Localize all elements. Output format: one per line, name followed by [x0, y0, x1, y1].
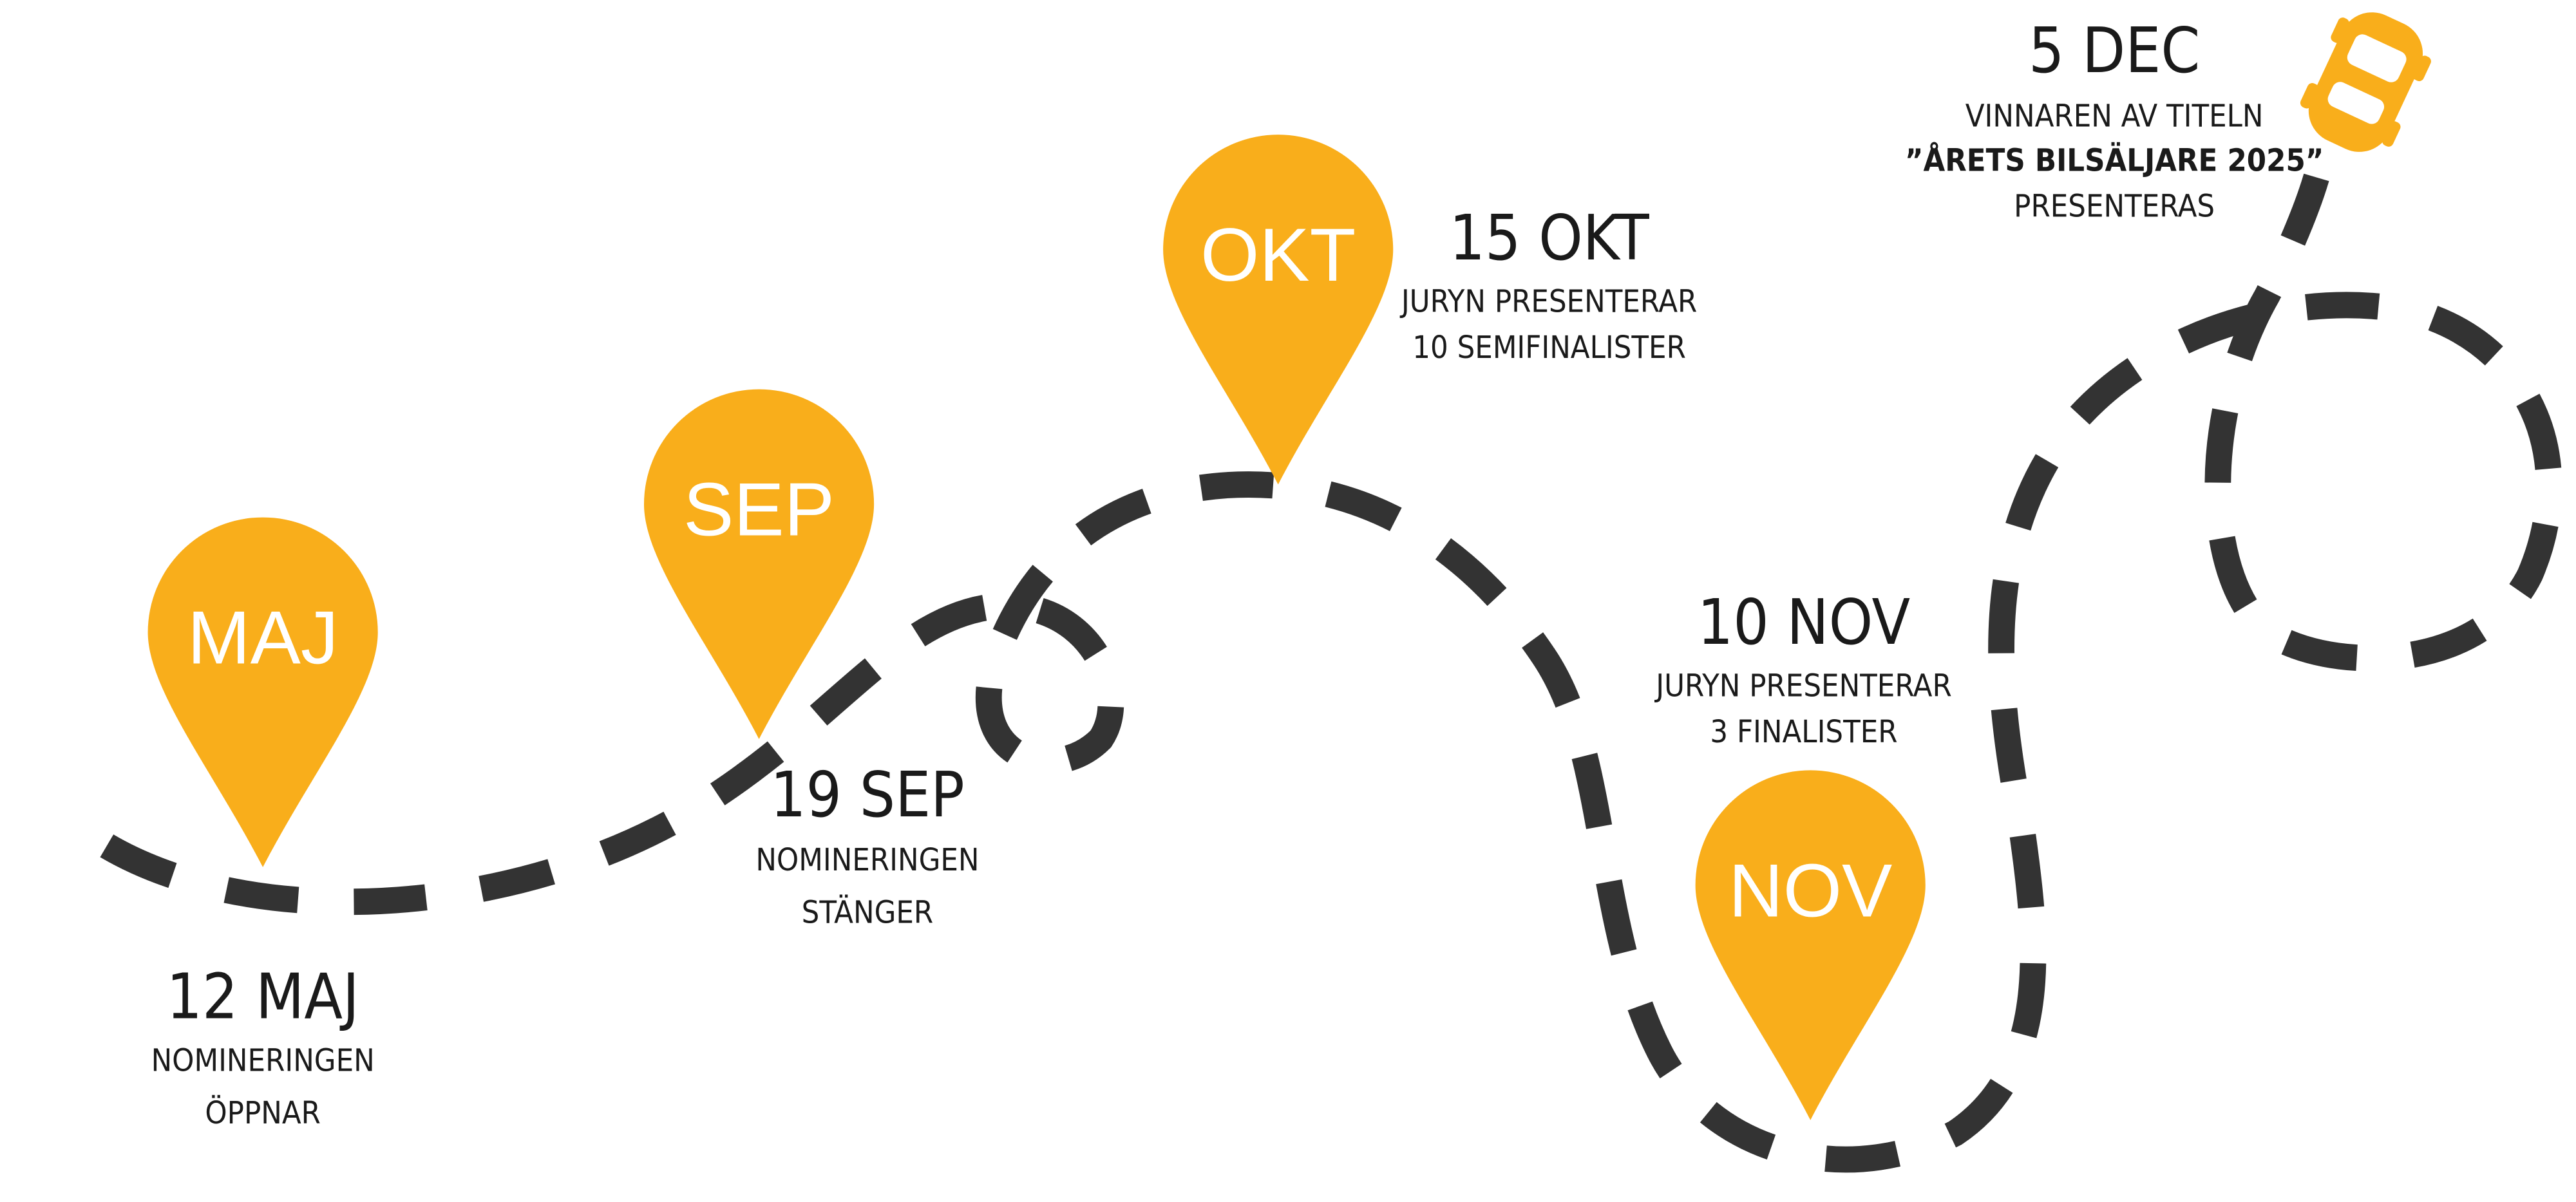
desc-okt-line2: 10 SEMIFINALISTER	[1412, 330, 1686, 366]
pin-label-sep: SEP	[683, 467, 835, 552]
date-19-sep: 19 SEP	[770, 758, 965, 831]
date-5-dec: 5 DEC	[2029, 14, 2200, 87]
desc-maj-line2: ÖPPNAR	[205, 1095, 321, 1131]
pin-okt: OKT	[1163, 135, 1394, 485]
pin-label-okt: OKT	[1200, 212, 1356, 297]
pin-label-nov: NOV	[1728, 848, 1892, 932]
pin-nov: NOV	[1695, 770, 1926, 1120]
pin-sep: SEP	[643, 389, 875, 739]
date-10-nov: 10 NOV	[1698, 586, 1910, 659]
desc-nov-line2: 3 FINALISTER	[1710, 714, 1897, 750]
desc-okt-line1: JURYN PRESENTERAR	[1399, 284, 1697, 320]
pin-maj: MAJ	[147, 517, 378, 867]
date-15-okt: 15 OKT	[1450, 202, 1650, 274]
desc-maj-line1: NOMINERINGEN	[151, 1042, 375, 1078]
desc-dec-line2: ”ÅRETS BILSÄLJARE 2025”	[1905, 142, 2324, 178]
car-icon	[2300, 12, 2431, 152]
date-12-maj: 12 MAJ	[167, 961, 359, 1033]
desc-nov-line1: JURYN PRESENTERAR	[1654, 668, 1951, 704]
dashed-road	[100, 173, 2562, 1173]
pin-label-maj: MAJ	[187, 596, 339, 680]
desc-dec-line1: VINNAREN AV TITELN	[1965, 98, 2264, 134]
desc-sep-line2: STÄNGER	[802, 895, 934, 931]
desc-sep-line1: NOMINERINGEN	[755, 842, 979, 878]
desc-dec-line3: PRESENTERAS	[2014, 189, 2215, 225]
